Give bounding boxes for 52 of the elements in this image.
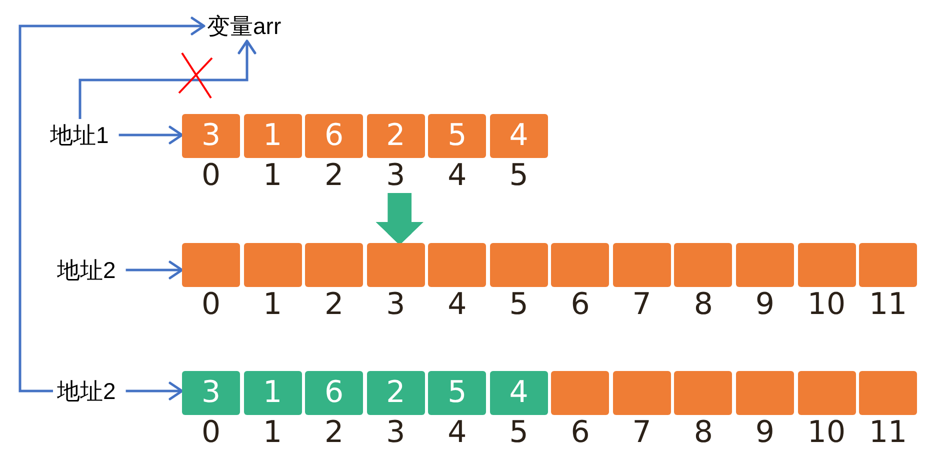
index-number: 5 — [509, 159, 528, 193]
array-cell: 3 — [182, 371, 240, 415]
text-label: 地址1 — [50, 121, 109, 149]
index-number: 2 — [324, 159, 344, 193]
index-number: 1 — [263, 416, 282, 450]
array-cell: 5 — [428, 114, 486, 158]
index-number: 3 — [386, 159, 406, 193]
index-number: 6 — [570, 288, 590, 322]
array-cell: 5 — [428, 371, 486, 415]
index-number: 6 — [570, 416, 590, 450]
arrow — [126, 382, 184, 400]
index-number: 10 — [807, 416, 846, 450]
index-number: 7 — [632, 288, 652, 322]
array-cell: 2 — [366, 371, 425, 415]
arrow — [78, 40, 256, 119]
index-number: 4 — [448, 416, 467, 450]
index-number: 9 — [755, 416, 774, 450]
text-label: 变量arr — [207, 12, 282, 40]
index-number: 8 — [694, 416, 713, 450]
index-number: 11 — [868, 416, 908, 450]
text-label: 地址2 — [57, 256, 116, 284]
index-number: 1 — [263, 288, 282, 322]
block-arrow — [376, 193, 424, 245]
index-number: 7 — [632, 416, 652, 450]
index-number: 0 — [201, 159, 221, 193]
index-number: 2 — [324, 416, 344, 450]
array-cell: 4 — [490, 114, 548, 158]
index-number: 3 — [386, 416, 406, 450]
array-cell: 3 — [182, 114, 240, 158]
arrow — [118, 126, 184, 144]
arrow — [18, 16, 206, 392]
array-cell: 2 — [366, 114, 425, 158]
array-cell: 1 — [244, 114, 302, 158]
index-number: 0 — [201, 416, 221, 450]
array-cell: 1 — [244, 371, 302, 415]
index-number: 1 — [263, 159, 282, 193]
index-number: 10 — [807, 288, 846, 322]
index-number: 5 — [509, 288, 528, 322]
array-cell: 6 — [305, 371, 364, 415]
array-cell: 4 — [490, 371, 548, 415]
index-number: 5 — [509, 416, 528, 450]
text-label: 地址2 — [57, 377, 116, 405]
index-number: 2 — [324, 288, 344, 322]
index-number: 4 — [448, 159, 467, 193]
index-number: 9 — [755, 288, 774, 322]
index-number: 3 — [386, 288, 406, 322]
index-number: 0 — [201, 288, 221, 322]
array-cell: 6 — [305, 114, 364, 158]
index-number: 4 — [448, 288, 467, 322]
index-number: 8 — [694, 288, 713, 322]
arrow — [126, 260, 184, 280]
index-number: 11 — [868, 288, 908, 322]
